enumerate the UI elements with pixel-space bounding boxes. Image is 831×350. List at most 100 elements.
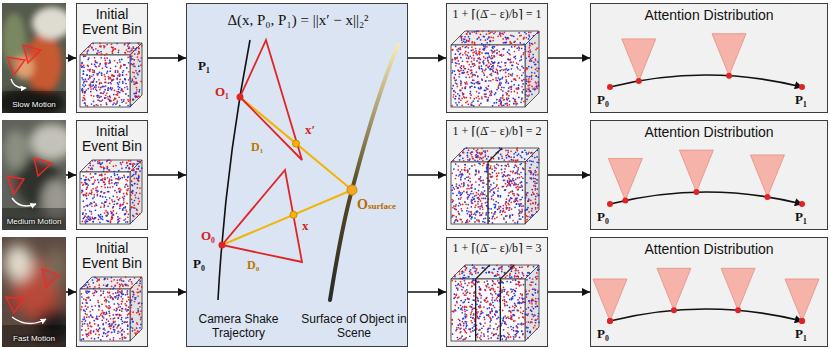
event-dot: [115, 103, 117, 105]
event-dot: [138, 168, 140, 170]
event-dot: [511, 208, 513, 210]
event-dot: [118, 88, 120, 90]
event-dot: [509, 54, 511, 56]
event-dot: [80, 178, 82, 180]
event-dot: [528, 82, 530, 84]
event-dot: [92, 188, 94, 190]
event-dot: [475, 173, 477, 175]
event-dot: [479, 178, 481, 180]
event-dot: [520, 55, 522, 57]
event-dot: [488, 80, 490, 82]
event-dot: [117, 202, 119, 204]
event-dot: [107, 87, 109, 89]
event-dot: [114, 174, 116, 176]
event-dot: [520, 56, 522, 58]
event-dot: [460, 177, 462, 179]
event-dot: [85, 194, 87, 196]
event-dot: [119, 191, 121, 193]
event-dot: [131, 206, 133, 208]
event-dot: [101, 82, 103, 84]
event-dot: [104, 201, 106, 203]
event-dot: [476, 33, 478, 35]
event-dot: [510, 197, 512, 199]
event-dot: [137, 56, 139, 58]
event-dot: [118, 220, 120, 222]
event-dot: [459, 89, 461, 91]
event-dot: [104, 59, 106, 61]
event-dot: [497, 62, 499, 64]
event-dot: [474, 86, 476, 88]
event-dot: [486, 205, 488, 207]
event-dot: [101, 72, 103, 74]
event-dot: [125, 209, 127, 211]
event-dot: [506, 103, 508, 105]
event-dot: [471, 104, 473, 106]
event-dot: [457, 50, 459, 52]
event-dot: [90, 177, 92, 179]
event-dot: [138, 176, 140, 178]
event-dot: [131, 198, 133, 200]
event-dot: [136, 171, 138, 173]
event-dot: [134, 96, 136, 98]
event-dot: [106, 92, 108, 94]
event-dot: [451, 88, 453, 90]
event-dot: [481, 203, 483, 205]
event-dot: [111, 80, 113, 82]
event-dot: [94, 86, 96, 88]
event-dot: [107, 213, 109, 215]
event-dot: [100, 96, 102, 98]
event-dot: [491, 57, 493, 59]
event-dot: [467, 52, 469, 54]
event-dot: [516, 66, 518, 68]
event-dot: [512, 170, 514, 172]
event-dot: [455, 204, 457, 206]
event-dot: [495, 92, 497, 94]
event-dot: [124, 43, 126, 45]
event-dot: [453, 94, 455, 96]
event-dot: [140, 162, 142, 164]
event-dot: [453, 205, 455, 207]
event-dot: [489, 191, 491, 193]
event-dot: [506, 215, 508, 217]
event-dot: [95, 187, 97, 189]
event-dot: [495, 167, 497, 169]
event-dot: [83, 206, 85, 208]
event-dot: [508, 49, 510, 51]
event-dot: [117, 71, 119, 73]
event-dot: [519, 173, 521, 175]
event-dot: [138, 91, 140, 93]
event-dot: [489, 173, 491, 175]
event-dot: [472, 74, 474, 76]
event-dot: [469, 55, 471, 57]
event-dot: [116, 77, 118, 79]
event-dot: [101, 179, 103, 181]
event-dot: [526, 81, 528, 83]
event-dot: [529, 51, 531, 53]
event-dot: [478, 162, 480, 164]
event-dot: [94, 57, 96, 59]
event-dot: [100, 191, 102, 193]
event-dot: [519, 60, 521, 62]
event-dot: [124, 78, 126, 80]
event-dot: [83, 183, 85, 185]
event-dot: [83, 70, 85, 72]
box-fill: [446, 120, 548, 230]
event-dot: [471, 46, 473, 48]
event-dot: [485, 80, 487, 82]
event-dot: [132, 64, 134, 66]
event-dot: [481, 79, 483, 81]
geometry-illustration: [218, 40, 398, 300]
event-dot: [452, 200, 454, 202]
event-dot: [120, 163, 122, 165]
event-dot: [111, 182, 113, 184]
event-dot: [478, 57, 480, 59]
event-dot: [91, 46, 93, 48]
event-dot: [81, 182, 83, 184]
event-dot: [464, 97, 466, 99]
event-dot: [515, 184, 517, 186]
event-dot: [110, 160, 112, 162]
event-dot: [81, 62, 83, 64]
event-dot: [97, 94, 99, 96]
event-dot: [134, 66, 136, 68]
event-dot: [458, 102, 460, 104]
